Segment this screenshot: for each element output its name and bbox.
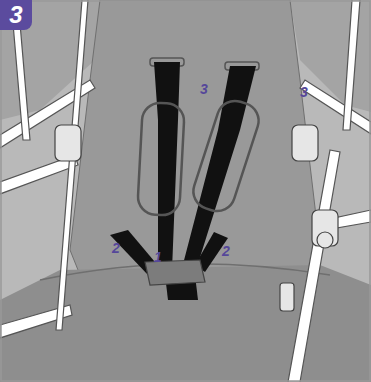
callout-number: 2: [112, 240, 120, 256]
step-number: 3: [0, 0, 32, 30]
seat-back: [70, 0, 320, 300]
callout-number: 3: [200, 81, 208, 97]
callout-number: 1: [154, 249, 162, 265]
shoulder-pads: [137, 96, 263, 216]
callout-number: 2: [222, 243, 230, 259]
harness-straps: [110, 62, 256, 300]
callout-number: 3: [300, 84, 308, 100]
